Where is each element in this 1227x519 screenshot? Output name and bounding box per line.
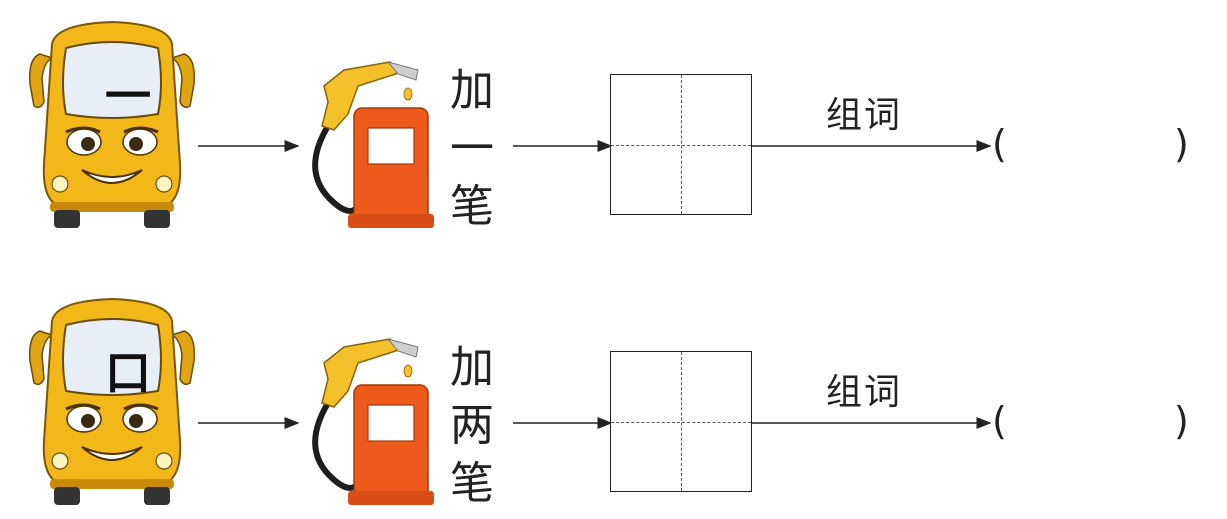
paren-open: ( <box>992 122 1007 166</box>
zuci-label: 组词 <box>826 95 903 136</box>
bus-icon: 口 <box>26 291 198 509</box>
bus-icon: 一 <box>26 14 198 232</box>
exercise-row-1: 一 加 一 笔 组词 ( ) <box>0 0 1227 240</box>
paren-open: ( <box>992 399 1007 443</box>
fuel-pump-icon <box>298 56 438 232</box>
arrow-bus-to-pump <box>198 140 300 152</box>
instruction-text: 加 两 笔 <box>450 342 494 509</box>
tian-grid-answer-box[interactable] <box>610 351 752 492</box>
word-answer-blank[interactable] <box>1020 399 1170 443</box>
arrow-to-word-blank <box>752 140 992 152</box>
instruction-text: 加 一 笔 <box>450 65 494 232</box>
tian-grid-answer-box[interactable] <box>610 74 752 215</box>
arrow-to-word-blank <box>752 417 992 429</box>
arrow-to-tian-grid <box>513 140 613 152</box>
paren-close: ) <box>1174 399 1189 443</box>
word-answer-blank[interactable] <box>1020 122 1170 166</box>
bus-character: 口 <box>105 346 151 400</box>
zuci-label: 组词 <box>826 372 903 413</box>
fuel-pump-icon <box>298 333 438 509</box>
arrow-to-tian-grid <box>513 417 613 429</box>
bus-character: 一 <box>105 69 151 123</box>
exercise-row-2: 口 加 两 笔 组词 ( ) <box>0 277 1227 517</box>
paren-close: ) <box>1174 122 1189 166</box>
arrow-bus-to-pump <box>198 417 300 429</box>
